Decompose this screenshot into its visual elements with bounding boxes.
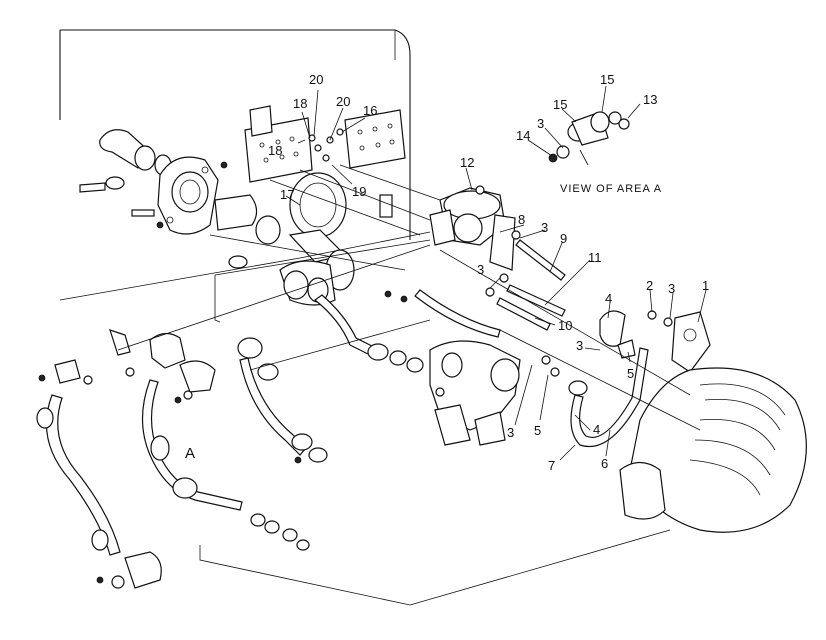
callout-18: 18 — [268, 143, 282, 158]
callout-14: 14 — [516, 128, 530, 143]
callout-3: 3 — [668, 281, 675, 296]
callout-17: 17 — [280, 187, 294, 202]
callout-leaders — [285, 85, 707, 461]
callout-20: 20 — [336, 94, 350, 109]
hose-a — [141, 379, 310, 551]
callout-3: 3 — [537, 116, 544, 131]
callout-3: 3 — [507, 425, 514, 440]
callout-12: 12 — [460, 155, 474, 170]
middle-pipe — [314, 289, 501, 373]
callout-5: 5 — [627, 366, 634, 381]
view-caption: VIEW OF AREA A — [560, 183, 662, 195]
main-tube — [279, 172, 393, 306]
bolts-group — [485, 230, 566, 331]
mounting-plate-left — [244, 105, 313, 183]
engine-block — [59, 29, 411, 240]
callout-8: 8 — [518, 212, 525, 227]
callout-6: 6 — [601, 456, 608, 471]
callout-18: 18 — [293, 96, 307, 111]
callout-10: 10 — [558, 318, 572, 333]
callout-5: 5 — [534, 423, 541, 438]
area-a-detail — [548, 111, 630, 166]
flange-housing — [157, 156, 281, 269]
intake-pipe — [99, 129, 172, 176]
callout-3: 3 — [541, 220, 548, 235]
clamp-bolt-left — [79, 161, 228, 229]
area-label: A — [185, 445, 195, 462]
callout-20: 20 — [309, 72, 323, 87]
callout-3: 3 — [477, 262, 484, 277]
far-left-hose — [36, 359, 162, 589]
pump-assembly — [429, 185, 516, 271]
callout-labels: 1 2 3 4 3 5 11 10 9 3 8 3 12 13 15 15 3 … — [268, 72, 709, 473]
callout-16: 16 — [363, 103, 377, 118]
callout-11: 11 — [588, 250, 602, 265]
callout-3: 3 — [576, 338, 583, 353]
mounting-plate-right — [344, 109, 406, 169]
right-fittings — [599, 310, 711, 373]
callout-15: 15 — [553, 97, 567, 112]
callout-4: 4 — [605, 291, 612, 306]
callout-1: 1 — [702, 278, 709, 293]
callout-2: 2 — [646, 278, 653, 293]
turbocharger-housing — [619, 367, 807, 533]
callout-7: 7 — [548, 458, 555, 473]
callout-13: 13 — [643, 92, 657, 107]
callout-9: 9 — [560, 231, 567, 246]
right-hose — [541, 347, 649, 447]
callout-15: 15 — [600, 72, 614, 87]
center-left-hose — [237, 337, 328, 464]
leader-lines — [59, 164, 701, 606]
callout-4: 4 — [593, 422, 600, 437]
left-bracket-fittings — [109, 329, 216, 404]
central-manifold — [429, 340, 521, 446]
callout-19: 19 — [352, 184, 366, 199]
